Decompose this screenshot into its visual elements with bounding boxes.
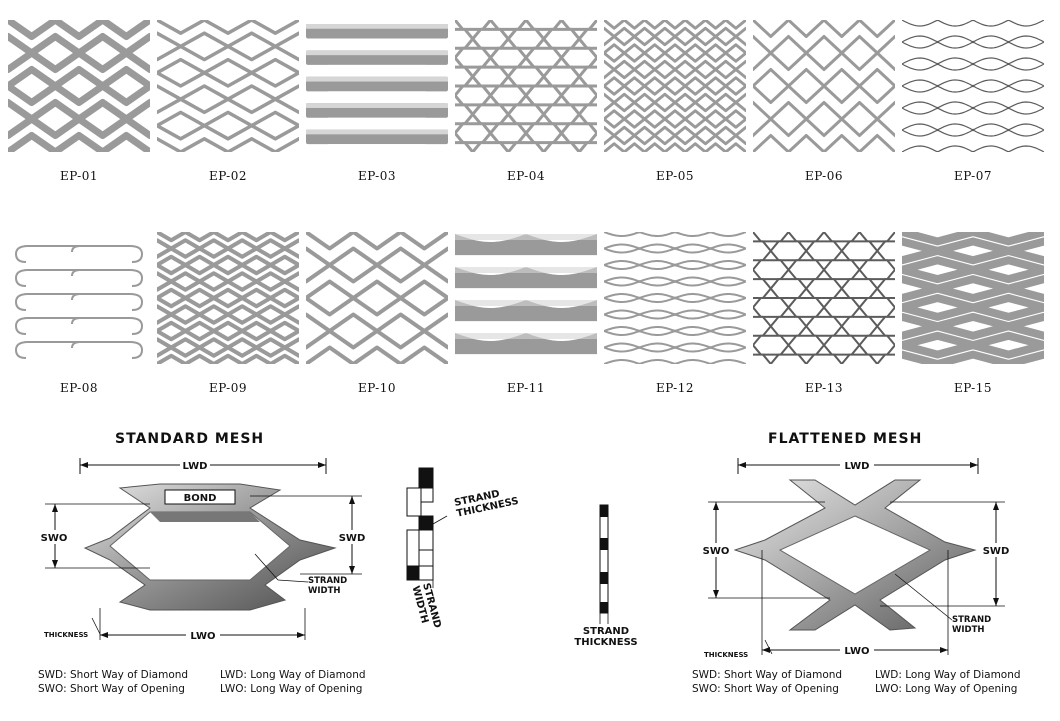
legend-lwo: LWO: Long Way of Opening — [220, 683, 363, 695]
pattern-code-label: EP-03 — [357, 169, 396, 183]
standard-thickness-label: THICKNESS — [44, 631, 88, 639]
legend-lwd-2: LWD: Long Way of Diamond — [875, 669, 1021, 681]
pattern-code-label: EP-02 — [208, 169, 247, 183]
legend-lwd: LWD: Long Way of Diamond — [220, 669, 366, 681]
pattern-code-label: EP-15 — [953, 381, 992, 395]
flattened-mesh-title: FLATTENED MESH — [768, 431, 923, 447]
pattern-swatch-ep-09 — [157, 232, 299, 364]
standard-lwo-label: LWO — [190, 631, 215, 642]
standard-legend-2: LWD: Long Way of Diamond LWO: Long Way o… — [220, 668, 366, 696]
pattern-swatch-ep-12 — [604, 232, 746, 364]
flattened-lwd-label: LWD — [845, 461, 870, 472]
pattern-swatch-ep-02 — [157, 20, 299, 152]
pattern-swatch-ep-05 — [604, 20, 746, 152]
standard-bond-label: BOND — [184, 493, 217, 504]
flattened-swd-label: SWD — [983, 546, 1010, 557]
strand-profile-diagram: STRANDTHICKNESS STRANDWIDTH — [406, 467, 520, 632]
pattern-tile-ep-03: EP-03 — [306, 20, 448, 183]
pattern-tile-ep-04: EP-04 — [455, 20, 597, 183]
flattened-thickness-label: THICKNESS — [704, 651, 748, 659]
legend-lwo-2: LWO: Long Way of Opening — [875, 683, 1018, 695]
pattern-code-label: EP-12 — [655, 381, 694, 395]
standard-lwd-label: LWD — [183, 461, 208, 472]
pattern-row-2: EP-08 EP-09 EP-10 EP-11 EP-12 EP-13 EP-15 — [8, 232, 1054, 422]
pattern-swatch-ep-15 — [902, 232, 1044, 364]
flattened-swo-label: SWO — [703, 546, 730, 557]
pattern-tile-ep-05: EP-05 — [604, 20, 746, 183]
pattern-code-label: EP-01 — [59, 169, 98, 183]
profile-strand-thickness-label: STRANDTHICKNESS — [453, 485, 519, 520]
pattern-swatch-ep-13 — [753, 232, 895, 364]
pattern-tile-ep-13: EP-13 — [753, 232, 895, 395]
pattern-tile-ep-09: EP-09 — [157, 232, 299, 395]
flattened-legend: SWD: Short Way of Diamond SWO: Short Way… — [692, 668, 842, 696]
standard-legend: SWD: Short Way of Diamond SWO: Short Way… — [38, 668, 188, 696]
pattern-tile-ep-07: EP-07 — [902, 20, 1044, 183]
flattened-legend-2: LWD: Long Way of Diamond LWO: Long Way o… — [875, 668, 1021, 696]
pattern-code-label: EP-13 — [804, 381, 843, 395]
pattern-tile-ep-10: EP-10 — [306, 232, 448, 395]
pattern-tile-ep-15: EP-15 — [902, 232, 1044, 395]
pattern-tile-ep-01: EP-01 — [8, 20, 150, 183]
pattern-swatch-ep-11 — [455, 232, 597, 364]
pattern-swatch-ep-01 — [8, 20, 150, 152]
legend-swo: SWO: Short Way of Opening — [38, 683, 185, 695]
pattern-code-label: EP-08 — [59, 381, 98, 395]
pattern-code-label: EP-04 — [506, 169, 545, 183]
pattern-tile-ep-02: EP-02 — [157, 20, 299, 183]
pattern-code-label: EP-10 — [357, 381, 396, 395]
pattern-swatch-ep-08 — [8, 232, 150, 364]
legend-swd-2: SWD: Short Way of Diamond — [692, 669, 843, 681]
pattern-tile-ep-12: EP-12 — [604, 232, 746, 395]
pattern-code-label: EP-07 — [953, 169, 992, 183]
pattern-swatch-ep-07 — [902, 20, 1044, 152]
legend-swd: SWD: Short Way of Diamond — [38, 669, 189, 681]
standard-mesh-title: STANDARD MESH — [115, 431, 265, 447]
pattern-code-label: EP-06 — [804, 169, 843, 183]
pattern-code-label: EP-11 — [506, 381, 545, 395]
pattern-code-label: EP-09 — [208, 381, 247, 395]
legend-swo-2: SWO: Short Way of Opening — [692, 683, 839, 695]
pattern-swatch-ep-10 — [306, 232, 448, 364]
flattened-lwo-label: LWO — [844, 646, 869, 657]
pattern-swatch-ep-03 — [306, 20, 448, 152]
profile-strand-width-label: STRANDWIDTH — [409, 582, 442, 632]
pattern-tile-ep-08: EP-08 — [8, 232, 150, 395]
pattern-swatch-ep-06 — [753, 20, 895, 152]
pattern-code-label: EP-05 — [655, 169, 694, 183]
pattern-swatch-ep-04 — [455, 20, 597, 152]
standard-swd-label: SWD — [339, 533, 366, 544]
pattern-tile-ep-06: EP-06 — [753, 20, 895, 183]
standard-swo-label: SWO — [41, 533, 68, 544]
pattern-row-1: EP-01 EP-02 EP-03 EP-04 EP-05 EP-06 EP-07 — [8, 20, 1054, 210]
pattern-tile-ep-11: EP-11 — [455, 232, 597, 395]
